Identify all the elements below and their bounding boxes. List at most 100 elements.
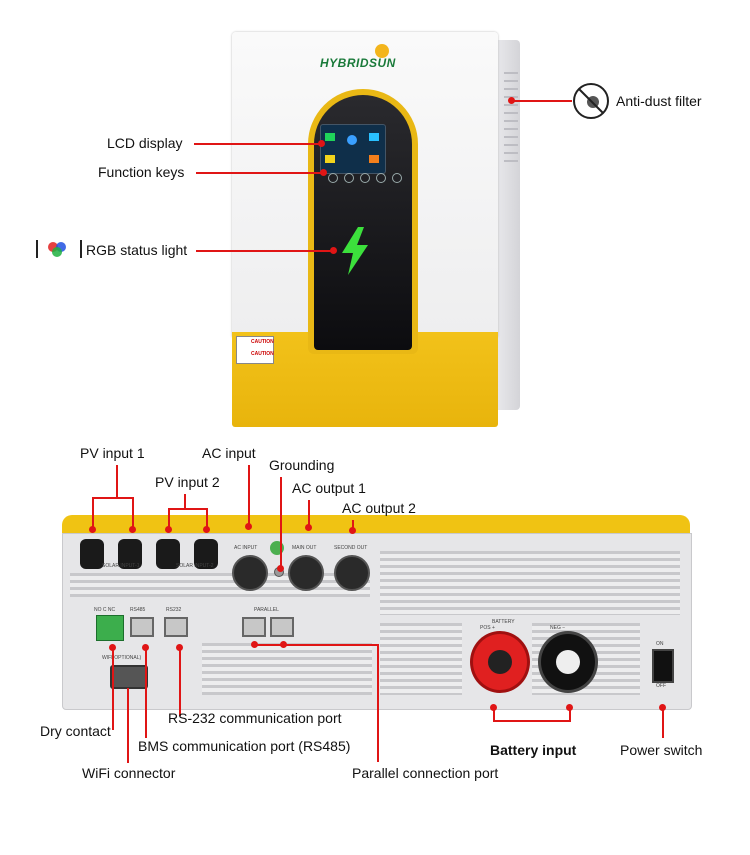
key-button[interactable]	[360, 173, 370, 183]
battery-text: BATTERY	[492, 619, 515, 625]
pv-input-2-label: PV input 2	[155, 474, 220, 490]
ac-output-1-port[interactable]	[288, 555, 324, 591]
inverter-back: SOLAR INPUT-1 SOLAR INPUT-2 AC INPUT MAI…	[62, 515, 692, 710]
parallel-port-1[interactable]	[242, 617, 266, 637]
leader-line	[145, 648, 147, 738]
caution-text: CAUTION	[251, 351, 274, 357]
vent-slot	[504, 160, 518, 162]
rs232-port[interactable]	[164, 617, 188, 637]
leader-dot	[320, 169, 327, 176]
function-keys-label: Function keys	[98, 164, 185, 180]
caution-text: CAUTION	[251, 339, 274, 345]
leader-dot	[659, 704, 666, 711]
vent-slot	[504, 104, 518, 106]
vent-slot	[504, 144, 518, 146]
pv1-negative-connector[interactable]	[118, 539, 142, 569]
leader-dot	[109, 644, 116, 651]
leader-line	[92, 497, 94, 527]
anti-dust-filter-label: Anti-dust filter	[616, 93, 702, 109]
leader-dot	[305, 524, 312, 531]
lcd-grid-icon	[369, 133, 379, 141]
battery-positive-terminal[interactable]	[470, 631, 530, 693]
ac-output-2-port[interactable]	[334, 555, 370, 591]
off-text: OFF	[656, 683, 666, 689]
leader-line	[132, 497, 134, 527]
leader-dot	[318, 140, 325, 147]
lcd-solar-icon	[325, 133, 335, 141]
brand-logo: HYBRIDSUN	[320, 56, 396, 70]
leader-dot	[129, 526, 136, 533]
leader-dot	[176, 644, 183, 651]
key-button[interactable]	[392, 173, 402, 183]
power-switch[interactable]	[652, 649, 674, 683]
rgb-icon	[36, 240, 82, 258]
wifi-connector-label: WiFi connector	[82, 765, 176, 781]
no-c-nc-text: NO C NC	[94, 607, 116, 613]
ac-output-2-label: AC output 2	[342, 500, 416, 516]
ac-input-port[interactable]	[232, 555, 268, 591]
rs232-text: RS232	[166, 607, 182, 613]
leader-line	[569, 708, 571, 722]
leader-line	[280, 477, 282, 567]
pv1-positive-connector[interactable]	[80, 539, 104, 569]
ac-input-text: AC INPUT	[234, 545, 258, 551]
leader-line	[184, 494, 186, 508]
leader-dot	[349, 527, 356, 534]
key-button[interactable]	[344, 173, 354, 183]
wifi-optional-text: WIFI(OPTIONAL)	[102, 655, 142, 661]
key-button[interactable]	[376, 173, 386, 183]
side-panel	[498, 40, 520, 410]
battery-input-label: Battery input	[490, 742, 577, 758]
vent-slot	[504, 128, 518, 130]
lcd-display-label: LCD display	[107, 135, 183, 151]
leader-line	[512, 100, 572, 102]
rs485-port[interactable]	[130, 617, 154, 637]
pos-text: POS +	[480, 625, 495, 631]
vent-slot	[504, 72, 518, 74]
lightning-icon	[342, 227, 368, 275]
ac-input-label: AC input	[202, 445, 256, 461]
leader-line	[196, 250, 332, 252]
pv-input-1-label: PV input 1	[80, 445, 145, 461]
power-switch-label: Power switch	[620, 742, 703, 758]
wifi-db9-port[interactable]	[110, 665, 148, 689]
vent-slot	[504, 88, 518, 90]
key-button[interactable]	[328, 173, 338, 183]
leader-dot	[490, 704, 497, 711]
vent-grille	[202, 643, 372, 695]
vent-slot	[504, 120, 518, 122]
leader-line	[493, 720, 571, 722]
leader-line	[196, 172, 324, 174]
pv2-positive-connector[interactable]	[156, 539, 180, 569]
dry-contact-terminal[interactable]	[96, 615, 124, 641]
function-keys	[328, 173, 402, 183]
leader-dot	[277, 565, 284, 572]
leader-line	[308, 500, 310, 526]
sun-icon	[375, 44, 389, 58]
vent-grille	[380, 551, 680, 615]
rs232-port-label: RS-232 communication port	[168, 710, 342, 726]
grounding-label: Grounding	[269, 457, 335, 473]
second-out-text: SECOND OUT	[334, 545, 368, 551]
leader-line	[206, 508, 208, 528]
leader-line	[254, 644, 378, 646]
leader-line	[377, 644, 379, 762]
vent-slot	[504, 152, 518, 154]
leader-dot	[142, 644, 149, 651]
dry-contact-label: Dry contact	[40, 723, 111, 739]
parallel-text: PARALLEL	[254, 607, 279, 613]
battery-negative-terminal[interactable]	[538, 631, 598, 693]
leader-line	[127, 688, 129, 763]
vent-slot	[504, 80, 518, 82]
leader-dot	[89, 526, 96, 533]
leader-dot	[203, 526, 210, 533]
leader-line	[112, 648, 114, 730]
leader-line	[168, 508, 208, 510]
lcd-center-icon	[347, 135, 357, 145]
parallel-port-label: Parallel connection port	[352, 765, 499, 781]
pv2-negative-connector[interactable]	[194, 539, 218, 569]
leader-line	[194, 143, 322, 145]
vent-grille	[70, 573, 370, 597]
parallel-port-2[interactable]	[270, 617, 294, 637]
leader-line	[168, 508, 170, 528]
